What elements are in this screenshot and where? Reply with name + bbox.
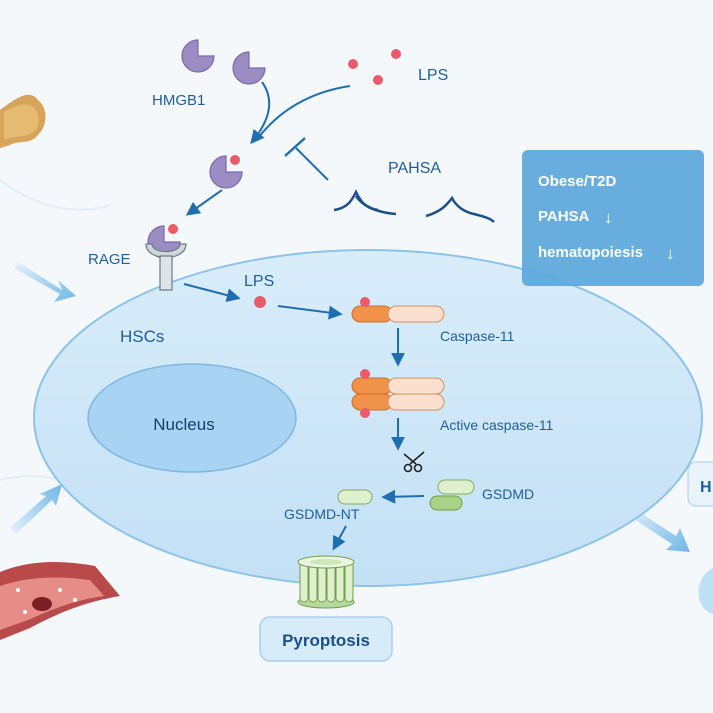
info-box-line3: hematopoiesis: [538, 244, 643, 261]
hmgb1-protein-icon: [232, 51, 266, 85]
scissors-icon: [403, 451, 425, 473]
lps-cell-label: LPS: [244, 273, 274, 290]
gsdmd-label: GSDMD: [482, 486, 534, 502]
pore-formation-arrow: [332, 525, 347, 551]
pahsa-molecule-icon: [425, 195, 495, 223]
lps-intracellular: [254, 296, 266, 308]
hsc-cell: [33, 249, 703, 587]
incoming-arrow-bottom: [10, 484, 62, 534]
gsdmd-nt-label: GSDMD-NT: [284, 506, 360, 522]
active-caspase11-label: Active caspase-11: [440, 417, 554, 433]
info-box: Obese/T2D PAHSA ↓ hematopoiesis ↓: [522, 150, 704, 286]
background-arc: [0, 179, 111, 211]
partial-right-label: H: [700, 479, 712, 496]
partial-cell-right: [698, 568, 713, 614]
hmgb1-label: HMGB1: [152, 92, 205, 109]
rage-label: RAGE: [88, 251, 131, 268]
hmgb1-lps-complex-icon: [209, 155, 243, 189]
bone-icon: [0, 94, 46, 148]
lps-molecule: [373, 75, 383, 85]
lps-molecule: [348, 59, 358, 69]
caspase11-label: Caspase-11: [440, 328, 515, 344]
pyroptosis-label: Pyroptosis: [282, 631, 370, 650]
pahsa-label: PAHSA: [388, 160, 441, 177]
hmgb1-protein-icon: [181, 39, 215, 73]
complex-to-rage-arrow: [185, 189, 223, 216]
gsdmd-nt-icon: [337, 489, 373, 505]
down-arrow-icon: ↓: [666, 244, 675, 263]
nucleus-label: Nucleus: [153, 415, 214, 434]
blood-vessel-icon: [0, 562, 120, 640]
lps-top-label: LPS: [418, 67, 448, 84]
info-box-line2: PAHSA: [538, 208, 590, 225]
pahsa-inhibition-line: [295, 147, 329, 181]
hmgb1-to-complex-arrow: [250, 81, 271, 145]
info-box-line1: Obese/T2D: [538, 173, 617, 190]
nucleus: [87, 363, 297, 473]
caspase11-icon: [351, 297, 445, 323]
gsdmd-cleavage-arrow: [381, 489, 425, 504]
lps-to-complex-arrow: [257, 85, 351, 139]
pyroptosis-box: [259, 616, 393, 662]
incoming-arrow-top: [14, 262, 76, 302]
active-caspase11-icon: [351, 369, 445, 418]
gsdmd-icon: [429, 479, 475, 511]
inhibition-bar: [284, 137, 306, 157]
rage-to-lps-arrow: [183, 283, 241, 302]
partial-right-box: [687, 461, 713, 507]
down-arrow-icon: ↓: [604, 208, 613, 227]
lps-to-caspase-arrow: [277, 305, 343, 320]
pahsa-molecule-icon: [354, 195, 397, 216]
outgoing-arrow-right: [626, 506, 690, 552]
hscs-label: HSCs: [120, 327, 164, 346]
lps-molecule: [391, 49, 401, 59]
rage-receptor-icon: [145, 224, 187, 291]
gsdmd-pore-icon: [297, 555, 355, 609]
